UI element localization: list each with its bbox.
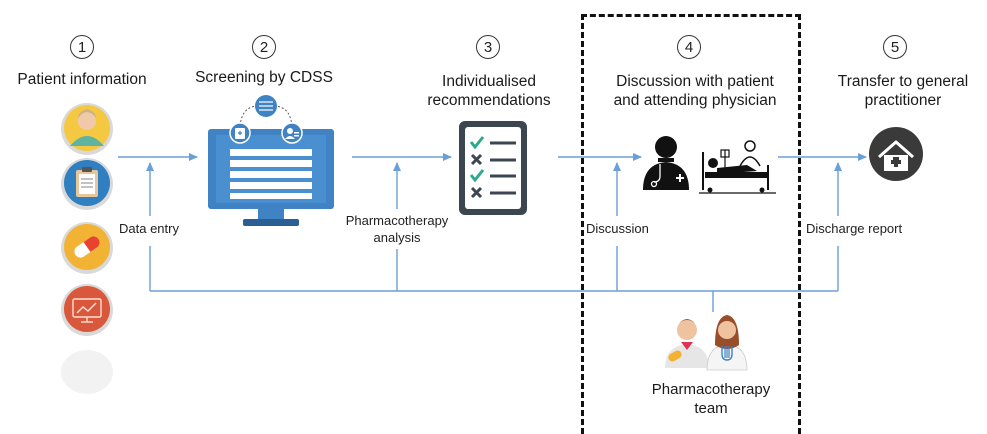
person-avatar-icon [61, 103, 113, 155]
pill-icon [61, 222, 113, 274]
discussion-highlight-box [581, 14, 801, 434]
step-3-title-line1: Individualised [442, 73, 536, 90]
step-2-number: 2 [252, 35, 276, 59]
team-bus [146, 162, 842, 312]
team-label-line2: team [694, 400, 728, 417]
step-3-number: 3 [476, 35, 500, 59]
house-medical-icon [869, 127, 923, 181]
step-1-title: Patient information [17, 71, 147, 88]
step-5-title-line1: Transfer to general [837, 73, 969, 90]
monitor-chart-icon [61, 284, 113, 336]
checklist-icon [459, 121, 527, 215]
pharmaco-analysis-label-line1: Pharmacotherapy [345, 213, 449, 228]
data-entry-label: Data entry [119, 221, 179, 236]
step-2-title: Screening by CDSS [195, 69, 333, 86]
team-label-line1: Pharmacotherapy [651, 381, 771, 398]
step-1-number: 1 [70, 35, 94, 59]
clipboard-icon [61, 158, 113, 210]
step-4-title-line1: Discussion with patient [616, 73, 774, 90]
hospital-bed-icon [699, 140, 776, 194]
discharge-report-label: Discharge report [806, 221, 903, 236]
step-3-title-line2: recommendations [427, 92, 551, 109]
step-4-number: 4 [677, 35, 701, 59]
computer-monitor-icon [208, 95, 334, 226]
doctor-icon [643, 136, 689, 190]
step-5-title-line2: practitioner [864, 92, 942, 109]
step-4-title-line2: and attending physician [613, 92, 777, 109]
discussion-label: Discussion [586, 221, 649, 236]
pharmaco-analysis-label-line2: analysis [373, 230, 421, 245]
faded-icon-placeholder [61, 350, 113, 394]
pharmacist-team-icon [665, 315, 748, 371]
step-5-number: 5 [883, 35, 907, 59]
